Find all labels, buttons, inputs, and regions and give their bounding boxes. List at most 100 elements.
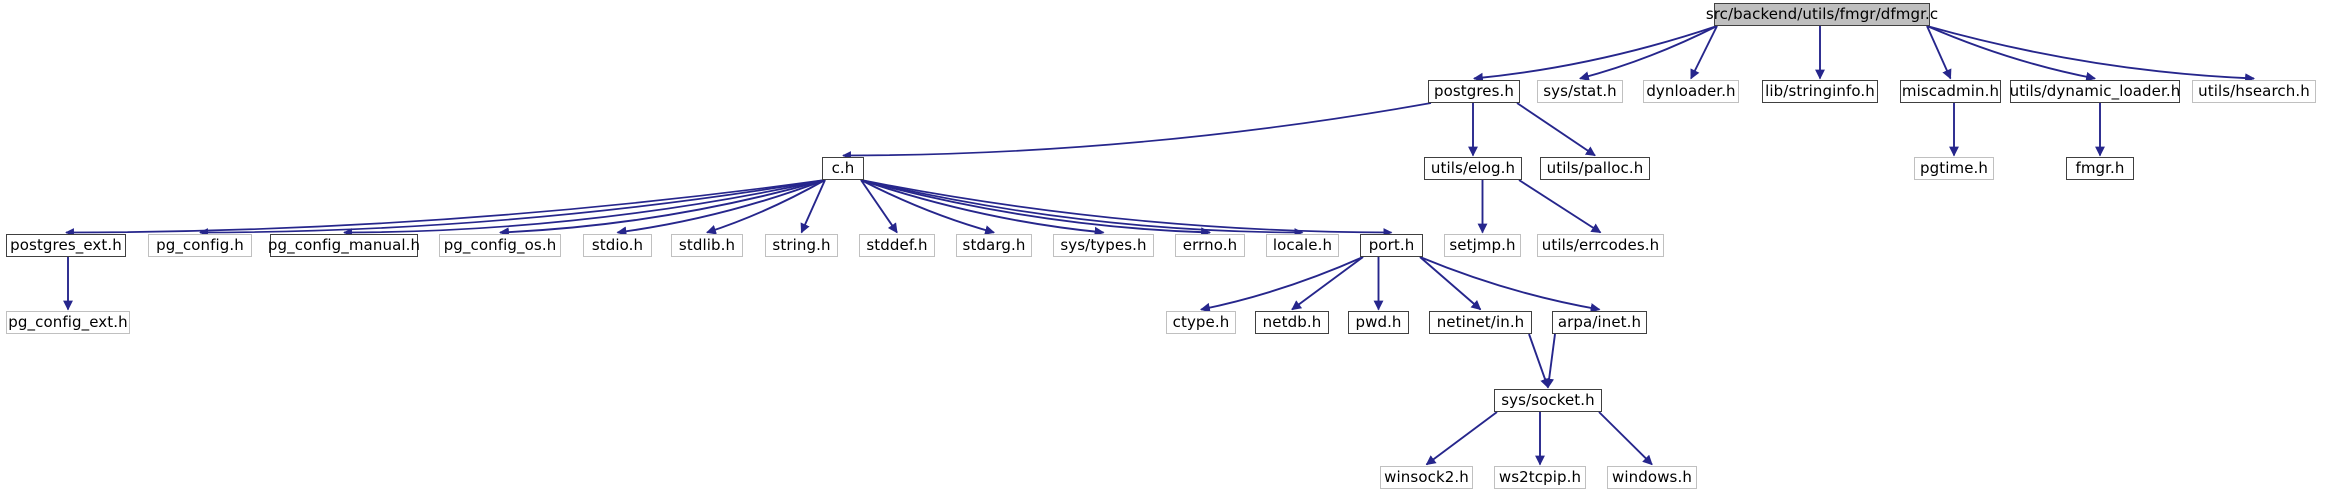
graph-edge-dfmgr-to-dynloader [1690, 25, 1718, 80]
graph-edge-ch-to-locale [860, 179, 1304, 237]
graph-edge-dfmgr-to-hsearch [1926, 25, 2255, 84]
graph-edge-dfmgr-to-sysstat [1579, 25, 1718, 82]
graph-node-label: stdio.h [591, 236, 644, 254]
graph-node-label: fmgr.h [2075, 159, 2125, 177]
graph-edge-dfmgr-to-miscadmin [1926, 25, 1952, 80]
graph-node-arpainet[interactable]: arpa/inet.h [1552, 311, 1647, 334]
graph-node-label: c.h [831, 159, 855, 177]
graph-node-label: utils/dynamic_loader.h [2009, 82, 2181, 100]
graph-node-label: pg_config.h [156, 236, 244, 254]
graph-node-label: port.h [1368, 236, 1415, 254]
graph-edge-port-to-netinetin [1419, 256, 1482, 311]
graph-node-fmgr[interactable]: fmgr.h [2066, 157, 2134, 180]
graph-node-label: dynloader.h [1646, 82, 1736, 100]
graph-node-label: pg_config_ext.h [8, 313, 128, 331]
graph-node-stdlib[interactable]: stdlib.h [671, 234, 743, 257]
graph-edge-arpainet-to-syssocket [1544, 333, 1556, 389]
graph-node-stdarg[interactable]: stdarg.h [956, 234, 1032, 257]
graph-edge-ch-to-pg_config_manual [343, 179, 826, 237]
graph-node-windows[interactable]: windows.h [1607, 466, 1697, 489]
graph-node-label: stdarg.h [962, 236, 1026, 254]
graph-edge-port-to-netdb [1291, 256, 1364, 311]
graph-node-elog[interactable]: utils/elog.h [1424, 157, 1522, 180]
graph-node-hsearch[interactable]: utils/hsearch.h [2192, 80, 2316, 103]
graph-node-dfmgr[interactable]: src/backend/utils/fmgr/dfmgr.c [1706, 3, 1938, 26]
graph-node-label: pg_config_manual.h [267, 236, 421, 254]
graph-edge-syssocket-to-winsock2 [1425, 411, 1498, 466]
graph-node-palloc[interactable]: utils/palloc.h [1540, 157, 1650, 180]
graph-node-label: netinet/in.h [1436, 313, 1525, 331]
graph-node-systypes[interactable]: sys/types.h [1053, 234, 1154, 257]
graph-node-label: sys/socket.h [1501, 391, 1595, 409]
graph-node-ch[interactable]: c.h [822, 157, 864, 180]
graph-node-label: utils/errcodes.h [1541, 236, 1660, 254]
graph-node-label: winsock2.h [1384, 468, 1469, 486]
graph-edge-port-to-ctype [1200, 256, 1364, 313]
graph-node-syssocket[interactable]: sys/socket.h [1494, 389, 1602, 412]
graph-edge-netinetin-to-syssocket [1528, 333, 1550, 389]
graph-node-label: ctype.h [1172, 313, 1230, 331]
graph-node-label: pg_config_os.h [443, 236, 557, 254]
graph-edge-ch-to-string [800, 179, 826, 234]
graph-node-errcodes[interactable]: utils/errcodes.h [1537, 234, 1664, 257]
graph-node-pg_config_manual[interactable]: pg_config_manual.h [267, 234, 421, 257]
graph-edge-postgres-to-palloc [1516, 102, 1596, 157]
graph-node-winsock2[interactable]: winsock2.h [1380, 466, 1473, 489]
graph-node-label: utils/hsearch.h [2198, 82, 2310, 100]
graph-edge-ch-to-systypes [860, 179, 1105, 237]
graph-node-label: setjmp.h [1449, 236, 1516, 254]
graph-edge-elog-to-errcodes [1518, 179, 1602, 234]
graph-node-label: postgres.h [1433, 82, 1515, 100]
graph-node-label: src/backend/utils/fmgr/dfmgr.c [1705, 5, 1939, 23]
graph-node-postgres_ext[interactable]: postgres_ext.h [6, 234, 126, 257]
graph-node-label: netdb.h [1262, 313, 1322, 331]
graph-node-string[interactable]: string.h [765, 234, 838, 257]
graph-edge-ch-to-pg_config_os [499, 179, 826, 238]
graph-node-errno[interactable]: errno.h [1175, 234, 1245, 257]
graph-node-port[interactable]: port.h [1360, 234, 1423, 257]
graph-node-locale[interactable]: locale.h [1266, 234, 1339, 257]
graph-edge-port-to-arpainet [1419, 256, 1601, 313]
graph-node-postgres[interactable]: postgres.h [1428, 80, 1520, 103]
graph-node-label: utils/palloc.h [1546, 159, 1644, 177]
graph-node-label: pwd.h [1355, 313, 1402, 331]
graph-node-sysstat[interactable]: sys/stat.h [1537, 80, 1623, 103]
graph-edge-ch-to-pg_config [199, 179, 826, 237]
graph-node-stddef[interactable]: stddef.h [859, 234, 935, 257]
graph-node-label: postgres_ext.h [10, 236, 122, 254]
graph-edge-ch-to-stddef [860, 179, 898, 234]
graph-node-label: windows.h [1612, 468, 1692, 486]
graph-node-pwd[interactable]: pwd.h [1348, 311, 1409, 334]
graph-node-label: arpa/inet.h [1557, 313, 1642, 331]
graph-node-stdio[interactable]: stdio.h [583, 234, 652, 257]
graph-node-pg_config_ext[interactable]: pg_config_ext.h [6, 311, 130, 334]
graph-edge-ch-to-stdlib [706, 179, 826, 235]
graph-node-dynamicloader[interactable]: utils/dynamic_loader.h [2010, 80, 2180, 103]
graph-node-ws2tcpip[interactable]: ws2tcpip.h [1494, 466, 1586, 489]
graph-node-label: ws2tcpip.h [1498, 468, 1582, 486]
graph-edge-dfmgr-to-postgres [1473, 25, 1718, 83]
graph-node-netdb[interactable]: netdb.h [1255, 311, 1329, 334]
graph-node-dynloader[interactable]: dynloader.h [1643, 80, 1739, 103]
graph-node-pg_config[interactable]: pg_config.h [148, 234, 252, 257]
graph-node-label: sys/types.h [1060, 236, 1147, 254]
graph-edge-ch-to-postgres_ext [65, 179, 826, 237]
graph-node-ctype[interactable]: ctype.h [1166, 311, 1236, 334]
graph-node-netinetin[interactable]: netinet/in.h [1429, 311, 1532, 334]
graph-node-label: locale.h [1272, 236, 1333, 254]
graph-node-label: miscadmin.h [1901, 82, 2000, 100]
graph-node-label: stdlib.h [678, 236, 736, 254]
graph-edge-syssocket-to-windows [1598, 411, 1653, 466]
graph-node-stringinfo[interactable]: lib/stringinfo.h [1762, 80, 1878, 103]
graph-node-setjmp[interactable]: setjmp.h [1444, 234, 1521, 257]
graph-node-miscadmin[interactable]: miscadmin.h [1900, 80, 2001, 103]
graph-node-pg_config_os[interactable]: pg_config_os.h [439, 234, 561, 257]
graph-node-label: errno.h [1182, 236, 1238, 254]
graph-edge-ch-to-errno [860, 179, 1211, 238]
graph-edge-dfmgr-to-dynamicloader [1926, 25, 2096, 82]
graph-node-label: lib/stringinfo.h [1765, 82, 1875, 100]
graph-edge-ch-to-port [860, 179, 1393, 237]
graph-node-label: utils/elog.h [1430, 159, 1516, 177]
graph-node-pgtime[interactable]: pgtime.h [1914, 157, 1994, 180]
